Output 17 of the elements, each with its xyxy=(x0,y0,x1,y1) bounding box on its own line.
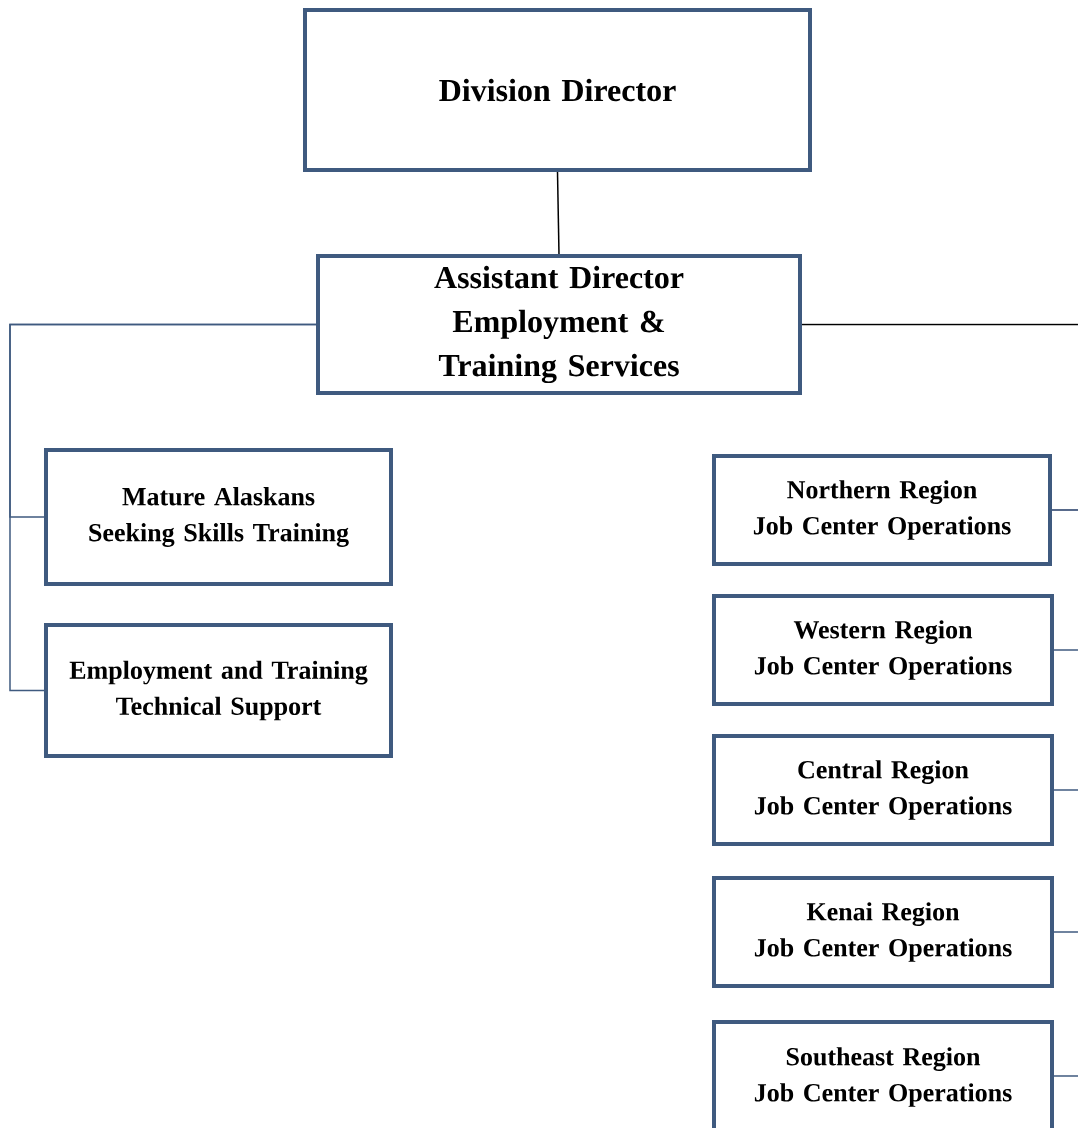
org-box: Assistant Director Employment & Training Services xyxy=(316,254,802,395)
org-box: Southeast Region Job Center Operations xyxy=(712,1020,1054,1128)
connector-line xyxy=(1051,509,1078,511)
org-box: Central Region Job Center Operations xyxy=(712,734,1054,846)
connector-line xyxy=(556,171,560,255)
connector-line xyxy=(1053,649,1078,651)
connector-line xyxy=(1053,931,1078,933)
org-box: Employment and Training Technical Support xyxy=(44,623,393,758)
org-box: Northern Region Job Center Operations xyxy=(712,454,1052,566)
connector-line xyxy=(1051,1075,1078,1077)
org-box: Division Director xyxy=(303,8,812,172)
connector-line xyxy=(9,323,317,692)
connector-line xyxy=(801,323,1078,326)
connector-line xyxy=(1053,789,1078,791)
org-box: Western Region Job Center Operations xyxy=(712,594,1054,706)
org-box: Mature Alaskans Seeking Skills Training xyxy=(44,448,393,586)
org-box: Kenai Region Job Center Operations xyxy=(712,876,1054,988)
